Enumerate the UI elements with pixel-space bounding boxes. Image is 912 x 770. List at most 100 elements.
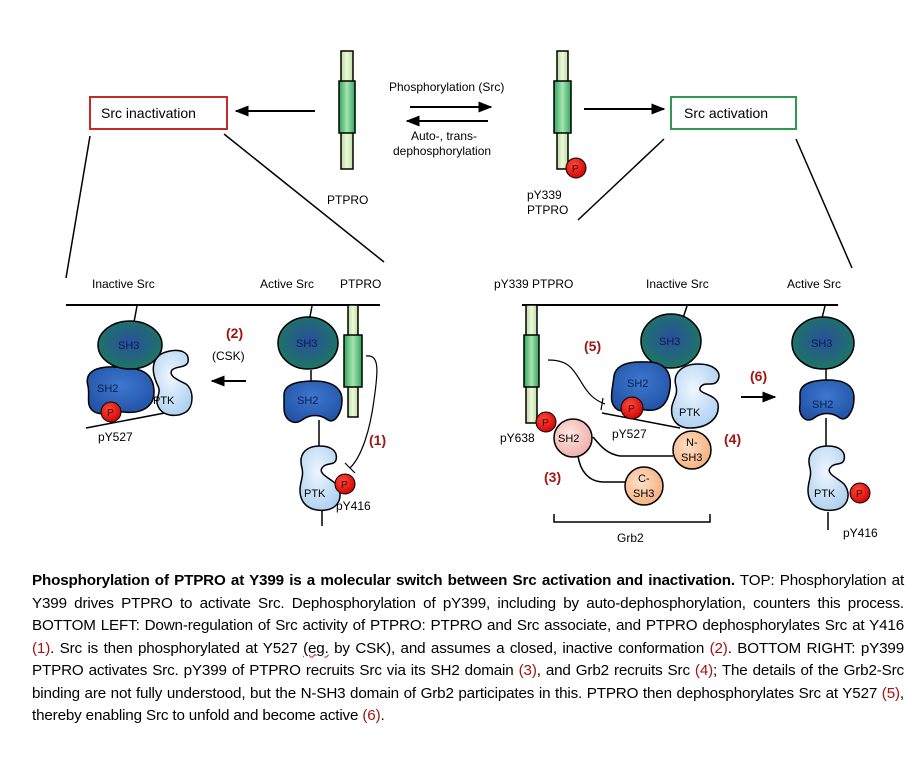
py416-label-right: pY416	[843, 526, 878, 540]
src-activation-box: Src activation	[670, 96, 797, 130]
active-src-left: SH3 SH2 PTK P	[277, 305, 356, 526]
reverse-reaction-label-2: dephosphorylation	[393, 144, 491, 158]
grb2-linker	[592, 436, 673, 457]
caption-text: , and Grb2 recruits Src	[536, 662, 695, 679]
caption-text: ; The details of the Grb2-Src binding ar…	[32, 662, 904, 702]
svg-text:PTK: PTK	[679, 407, 701, 419]
svg-text:P: P	[542, 418, 549, 429]
svg-text:N-: N-	[686, 437, 698, 449]
svg-text:SH2: SH2	[627, 378, 648, 390]
caption-text: by CSK), and assumes a closed, inactive …	[328, 639, 710, 657]
inactive-src-label-right: Inactive Src	[646, 277, 709, 291]
zoom-line	[223, 133, 385, 263]
figure-caption: Phosphorylation of PTPRO at Y399 is a mo…	[32, 570, 904, 728]
svg-text:SH3: SH3	[811, 338, 832, 350]
phospho-group: P	[535, 411, 557, 433]
py638-label: pY638	[500, 431, 535, 445]
zoom-line	[577, 138, 665, 221]
caption-ref-4: (4)	[694, 662, 714, 679]
inactive-src-label-left: Inactive Src	[92, 277, 155, 291]
caption-ref-6: (6)	[362, 707, 381, 724]
dephosphorylation-inhibition-line	[547, 359, 606, 411]
svg-text:SH3: SH3	[681, 452, 702, 464]
pptpro-receptor-right	[523, 304, 540, 424]
ptk-domain: PTK	[670, 363, 720, 429]
grb2-nsh3-domain: N- SH3	[672, 430, 712, 470]
dephosphorylation-inhibition-line	[344, 355, 378, 474]
pptpro-label-right: pY339 PTPRO	[494, 277, 573, 291]
grb2-label: Grb2	[617, 531, 644, 545]
pptpro-receptor-top: P	[553, 50, 587, 179]
caption-ref-1: (1)	[32, 639, 51, 657]
ptk-domain: PTK	[299, 445, 341, 512]
caption-text: . Src is then phosphorylated at Y527	[50, 639, 304, 657]
svg-text:SH3: SH3	[633, 488, 654, 500]
src-activation-label: Src activation	[684, 105, 768, 121]
caption-ref-2: (2)	[709, 639, 728, 657]
caption-ref-5: (5)	[881, 684, 900, 702]
sh2-domain: SH2	[798, 379, 855, 421]
svg-text:SH2: SH2	[812, 399, 833, 411]
svg-text:P: P	[572, 164, 579, 175]
src-inactivation-box: Src inactivation	[89, 96, 228, 130]
svg-text:SH3: SH3	[659, 336, 680, 348]
svg-text:SH3: SH3	[118, 340, 139, 352]
step-6-label: (6)	[750, 368, 767, 384]
grb2-linker	[577, 455, 625, 483]
caption-title: Phosphorylation of PTPRO at Y399 is a mo…	[32, 572, 735, 589]
py527-label-right: pY527	[612, 427, 647, 441]
reverse-reaction-label-1: Auto-, trans-	[411, 129, 477, 143]
active-src-label-left: Active Src	[260, 277, 314, 291]
svg-text:PTK: PTK	[814, 488, 836, 500]
pptpro-label-top-1: pY339	[527, 188, 562, 202]
svg-text:P: P	[628, 404, 635, 415]
caption-text: , thereby enabling Src to unfold and bec…	[32, 684, 904, 725]
svg-text:P: P	[341, 480, 348, 491]
step-4-label: (4)	[724, 431, 741, 447]
step-5-label: (5)	[584, 338, 601, 354]
active-src-right: SH3 SH2 PTK P	[791, 305, 871, 530]
svg-text:C-: C-	[638, 473, 650, 485]
zoom-line	[795, 138, 853, 269]
svg-text:PTK: PTK	[304, 488, 326, 500]
step-3-label: (3)	[544, 469, 561, 485]
phospho-group: P	[100, 401, 122, 423]
zoom-line	[65, 135, 91, 279]
ptk-domain: PTK	[152, 349, 193, 417]
caption-text: . BOTTOM RIGHT: pY399 PTPRO activates Sr…	[32, 639, 904, 680]
sh3-domain: SH3	[791, 316, 855, 370]
grb2-sh2-domain: SH2	[553, 418, 593, 458]
ptpro-label-left: PTPRO	[340, 277, 381, 291]
ptpro-receptor-top	[338, 50, 356, 170]
phospho-group: P	[565, 157, 587, 179]
forward-reaction-label: Phosphorylation (Src)	[389, 80, 504, 94]
ptpro-receptor-left	[343, 304, 363, 418]
spellcheck-flagged-word: (eg.	[303, 639, 329, 657]
ptpro-label-top: PTPRO	[327, 193, 368, 207]
sh2-domain: SH2	[86, 366, 155, 415]
caption-text: .	[380, 707, 385, 724]
svg-text:SH3: SH3	[296, 338, 317, 350]
grb2-bracket	[553, 514, 711, 523]
step-1-label: (1)	[369, 432, 386, 448]
csk-label: (CSK)	[212, 349, 245, 363]
step-2-label: (2)	[226, 325, 243, 341]
phospho-group: P	[334, 473, 356, 495]
caption-ref-3: (3)	[518, 662, 537, 679]
py416-label-left: pY416	[336, 499, 371, 513]
pptpro-label-top-2: PTPRO	[527, 203, 568, 217]
svg-text:SH2: SH2	[97, 383, 118, 395]
svg-text:PTK: PTK	[153, 395, 175, 407]
sh3-domain: SH3	[97, 320, 163, 370]
py527-label-left: pY527	[98, 430, 133, 444]
phospho-group: P	[849, 482, 871, 504]
sh3-domain: SH3	[640, 313, 702, 369]
sh2-domain: SH2	[283, 380, 343, 424]
signaling-diagram: Src inactivation Src activation PTPRO Ph…	[65, 50, 878, 545]
sh3-domain: SH3	[277, 316, 339, 370]
active-src-label-right: Active Src	[787, 277, 841, 291]
ptk-domain: PTK	[807, 445, 849, 512]
src-inactivation-label: Src inactivation	[101, 105, 196, 121]
svg-text:SH2: SH2	[558, 433, 579, 445]
inactive-src-left: PTK SH2 SH3 P	[85, 305, 193, 429]
